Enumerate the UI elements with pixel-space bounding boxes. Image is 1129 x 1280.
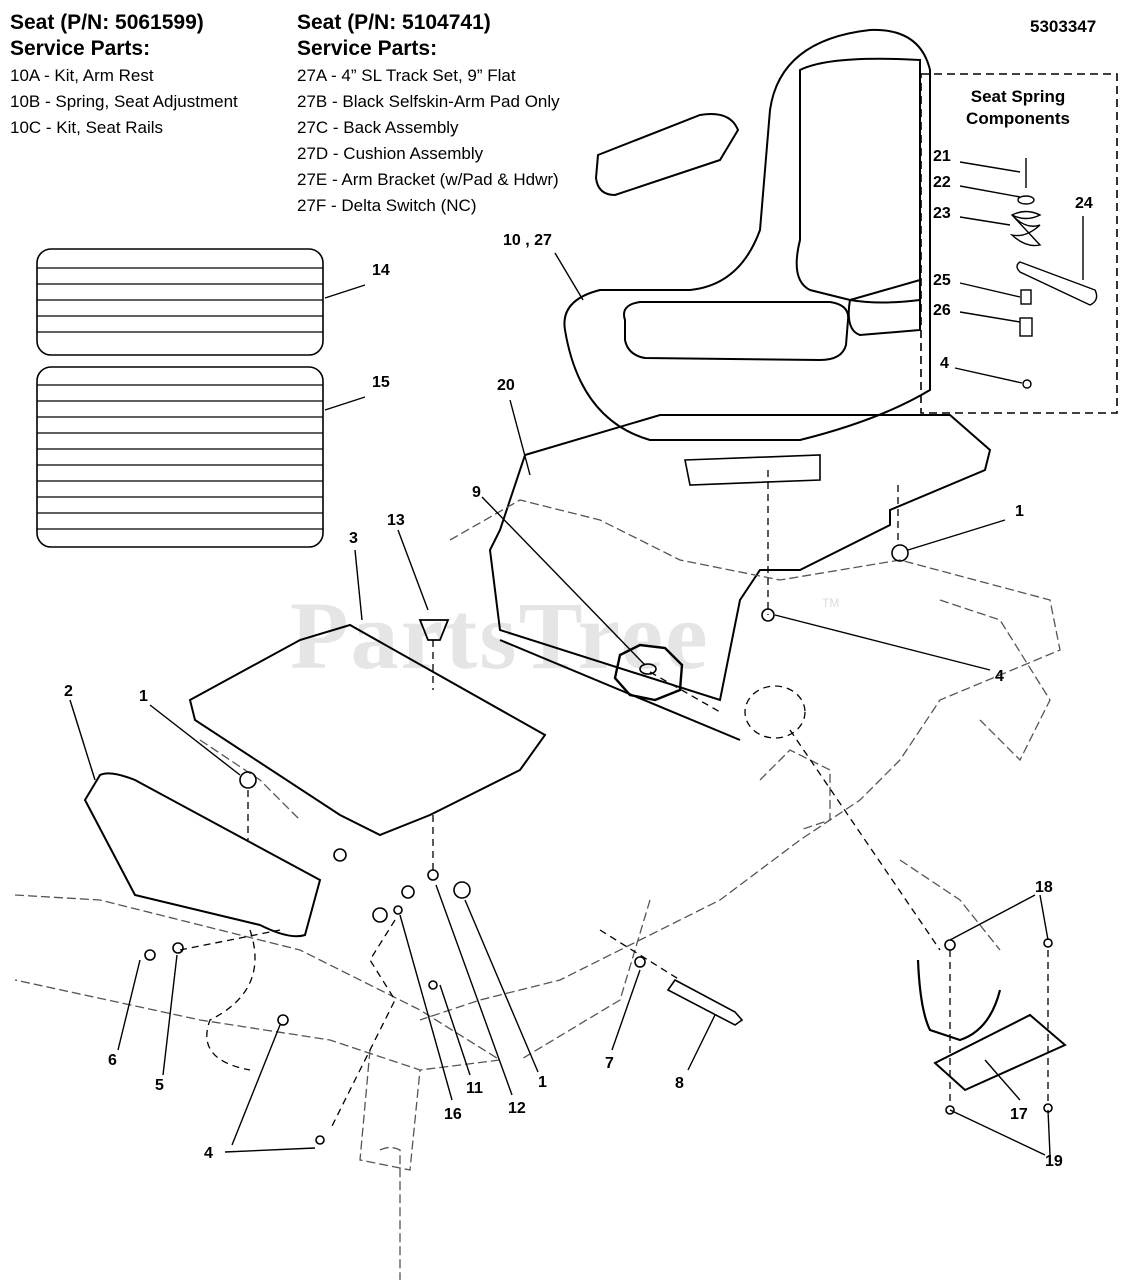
service-part-item: 27A - 4” SL Track Set, 9” Flat xyxy=(297,66,516,85)
callout-16: 16 xyxy=(444,1106,462,1123)
callout-20: 20 xyxy=(497,377,515,394)
callout-9: 9 xyxy=(472,484,481,501)
bolt-8 xyxy=(666,978,744,1026)
hardware xyxy=(144,544,1053,1145)
callout-2: 2 xyxy=(64,683,73,700)
service-part-item: 27D - Cushion Assembly xyxy=(297,144,484,163)
callout-4-box: 4 xyxy=(940,355,949,372)
decal-15 xyxy=(36,366,324,548)
callout-26: 26 xyxy=(933,302,951,319)
spring-box-title: Seat Spring Components xyxy=(918,86,1118,130)
callout-10-27: 10 , 27 xyxy=(503,232,552,249)
seat-assembly xyxy=(563,28,931,441)
callout-5: 5 xyxy=(155,1077,164,1094)
callout-14: 14 xyxy=(372,262,390,279)
callout-4-mid: 4 xyxy=(995,668,1004,685)
callout-13: 13 xyxy=(387,512,405,529)
leader-lines xyxy=(69,161,1084,1156)
callout-22: 22 xyxy=(933,174,951,191)
decal-14 xyxy=(36,248,324,356)
callout-12: 12 xyxy=(508,1100,526,1117)
side-panel-2 xyxy=(83,772,322,938)
seat-a-subtitle: Service Parts: xyxy=(10,37,151,60)
seat-b-title: Seat (P/N: 5104741) xyxy=(297,11,491,34)
service-part-item: 27B - Black Selfskin-Arm Pad Only xyxy=(297,92,560,111)
callout-15: 15 xyxy=(372,374,390,391)
part-9-octagon xyxy=(613,643,684,702)
spring-components-box xyxy=(920,73,1118,414)
watermark-tm: TM xyxy=(822,596,840,610)
seat-b-subtitle: Service Parts: xyxy=(297,37,438,60)
callout-24: 24 xyxy=(1075,195,1093,212)
knob-13 xyxy=(418,619,450,641)
callout-4-low: 4 xyxy=(204,1145,213,1162)
seat-platform-20 xyxy=(488,414,992,702)
callout-11: 11 xyxy=(466,1080,483,1097)
decal-14-stripes xyxy=(37,267,323,333)
watermark: PartsTree xyxy=(290,582,710,689)
spring-box-title-line2: Components xyxy=(966,109,1070,128)
callout-17: 17 xyxy=(1010,1106,1028,1123)
callout-8: 8 xyxy=(675,1075,684,1092)
service-part-item: 27F - Delta Switch (NC) xyxy=(297,196,477,215)
seat-a-service-parts: 10A - Kit, Arm Rest 10B - Spring, Seat A… xyxy=(10,63,238,141)
callout-1-right: 1 xyxy=(1015,503,1024,520)
assembly-guides xyxy=(179,470,1049,1131)
service-part-item: 10A - Kit, Arm Rest xyxy=(10,66,154,85)
service-part-item: 10C - Kit, Seat Rails xyxy=(10,118,164,137)
callout-6: 6 xyxy=(108,1052,117,1069)
decal-15-stripes xyxy=(37,384,323,530)
seat-a-title: Seat (P/N: 5061599) xyxy=(10,11,204,34)
plate-17 xyxy=(933,1013,1067,1092)
callout-25: 25 xyxy=(933,272,951,289)
mower-frame xyxy=(14,499,1061,1280)
service-part-item: 27C - Back Assembly xyxy=(297,118,459,137)
callout-3: 3 xyxy=(349,530,358,547)
callout-21: 21 xyxy=(933,148,951,165)
callout-1-left: 1 xyxy=(139,688,148,705)
callout-18: 18 xyxy=(1035,879,1053,896)
service-part-item: 10B - Spring, Seat Adjustment xyxy=(10,92,238,111)
callout-19: 19 xyxy=(1045,1153,1063,1170)
floor-pan-3 xyxy=(188,623,547,837)
spring-parts xyxy=(1009,158,1098,389)
callout-23: 23 xyxy=(933,205,951,222)
diagram-number: 5303347 xyxy=(1030,17,1097,36)
callout-1-low: 1 xyxy=(538,1074,547,1091)
callout-7: 7 xyxy=(605,1055,614,1072)
service-part-item: 27E - Arm Bracket (w/Pad & Hdwr) xyxy=(297,170,559,189)
spring-box-title-line1: Seat Spring xyxy=(970,87,1066,106)
seat-b-service-parts: 27A - 4” SL Track Set, 9” Flat 27B - Bla… xyxy=(297,63,560,219)
